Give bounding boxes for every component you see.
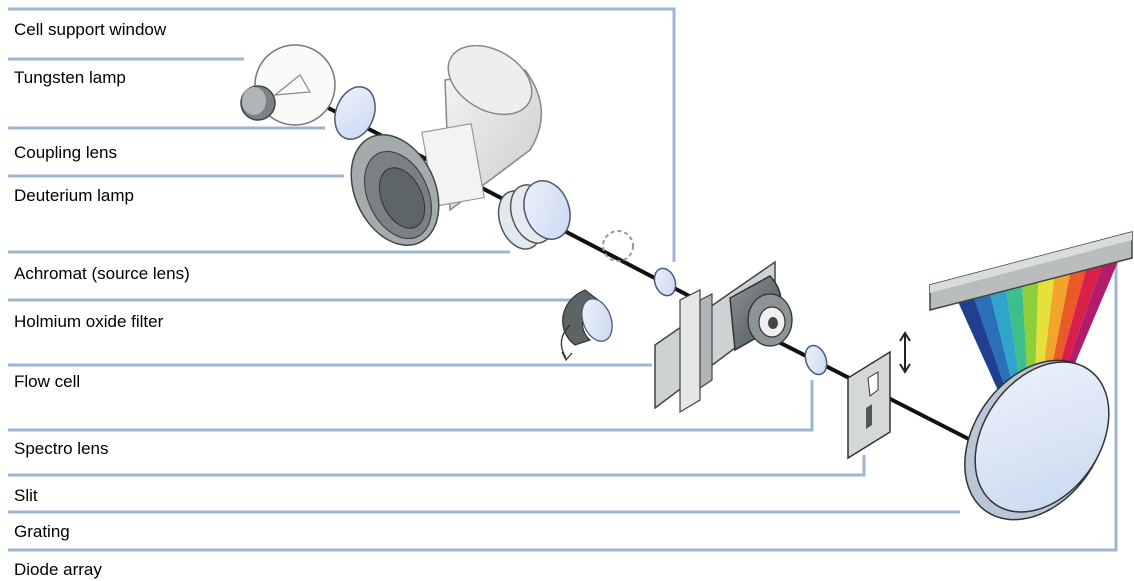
slit bbox=[848, 333, 910, 458]
tungsten-lamp bbox=[241, 45, 335, 125]
holmium-oxide-filter bbox=[561, 231, 633, 360]
leader-slit bbox=[8, 455, 864, 475]
cell-support-window bbox=[651, 265, 679, 298]
grating bbox=[935, 333, 1134, 547]
spectro-lens bbox=[801, 342, 830, 377]
achromat-lens bbox=[491, 174, 578, 255]
